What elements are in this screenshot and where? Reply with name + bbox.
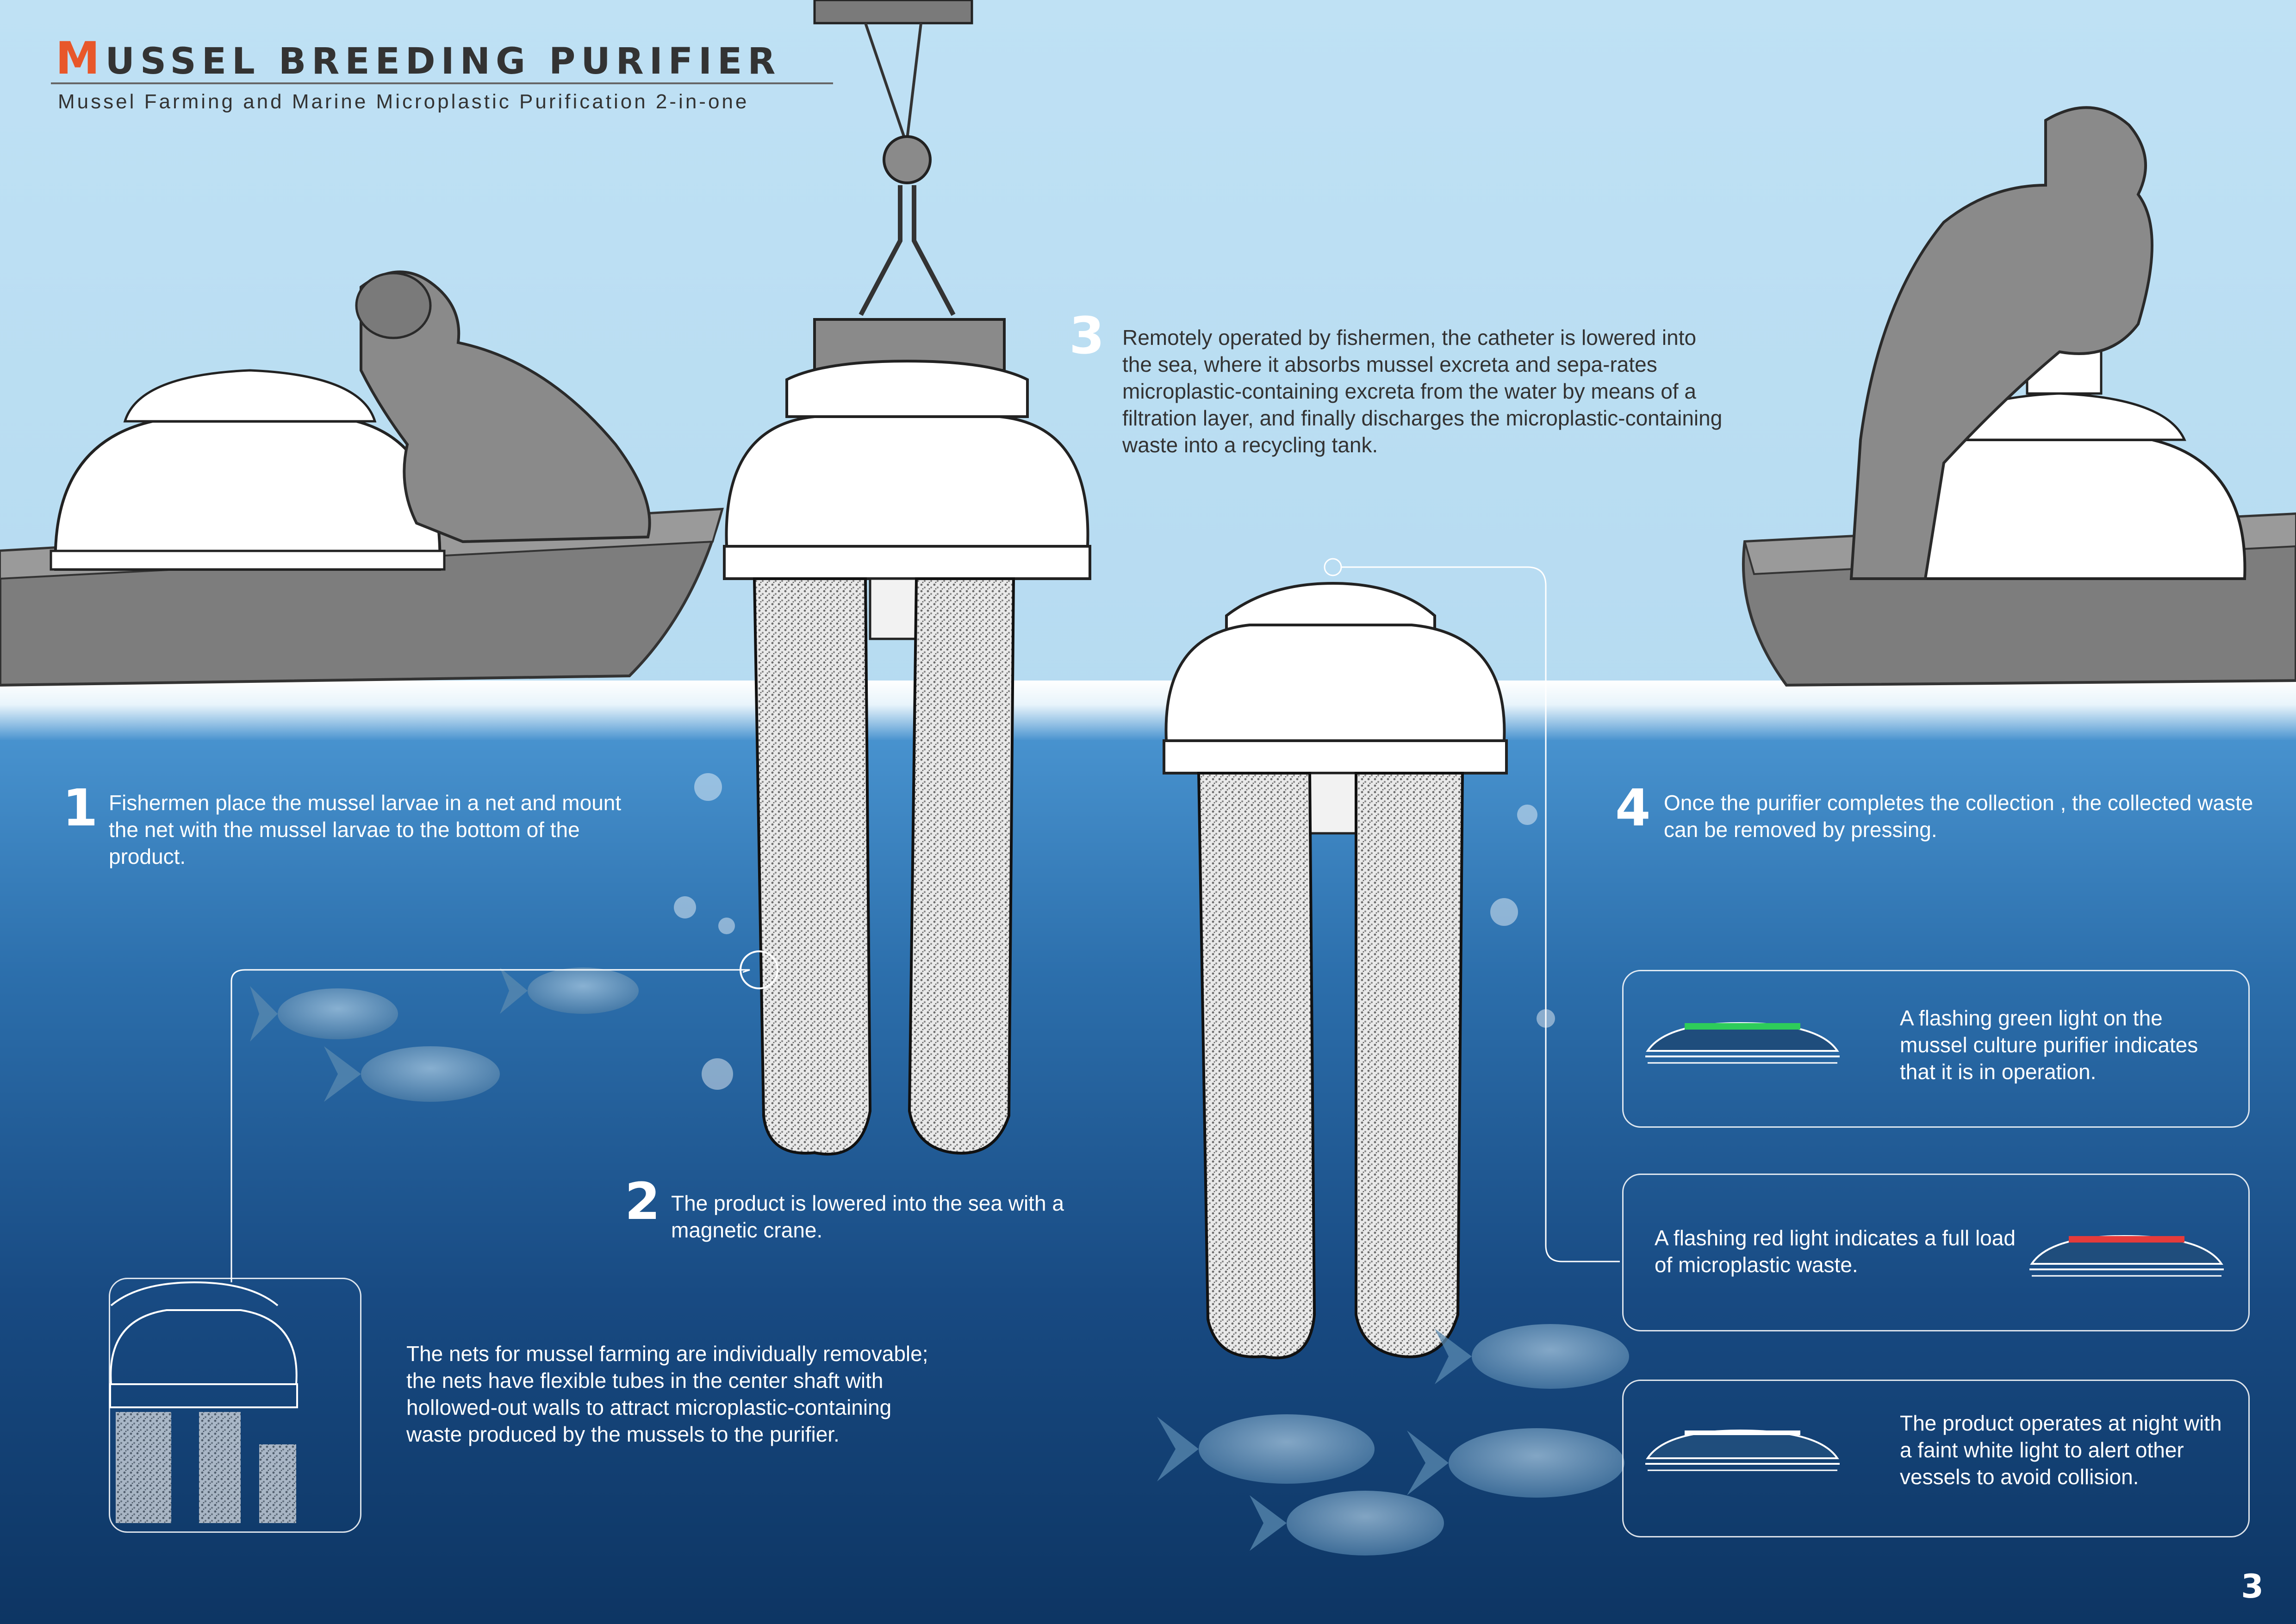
step-1-text: Fishermen place the mussel larvae in a n… [109,791,622,868]
white-light-icon [1645,1429,1840,1471]
red-light-icon [2029,1235,2224,1277]
white-light-text: The product operates at night with a fai… [1900,1411,2222,1489]
red-light-panel [1622,1174,2250,1331]
red-light-text: A flashing red light indicates a full lo… [1655,1226,2016,1277]
sea-background [0,694,2296,1624]
green-light-icon [1645,1022,1840,1064]
left-fisherman [355,270,651,543]
step-4-number: 4 [1615,778,1651,837]
step-3-text: Remotely operated by fishermen, the cath… [1122,325,1723,457]
step-1-number: 1 [62,778,98,837]
detail-note-text: The nets for mussel farming are individu… [406,1342,928,1446]
step-3-number: 3 [1069,306,1105,365]
detail-purifier-inset [109,1281,298,1523]
fish-school [250,968,1629,1555]
white-light-panel [1622,1380,2250,1537]
center-purifier [723,359,1091,1156]
wave-foam [0,681,2296,741]
green-light-panel [1622,970,2250,1128]
right-boat-purifier [1873,337,2246,580]
step-4-text: Once the purifier completes the collecti… [1664,791,2253,842]
right-fisherman [1849,106,2153,580]
green-light-text: A flashing green light on the mussel cul… [1900,1006,2198,1084]
step-2-text: The product is lowered into the sea with… [671,1191,1064,1242]
detail-inset-panel [109,1278,361,1533]
submerged-purifier [1163,581,1508,1360]
left-boat-purifier [50,369,446,571]
bubbles [674,773,1555,1090]
title-underline [51,82,833,84]
magnetic-crane [813,0,1006,372]
step-2-number: 2 [625,1172,660,1231]
page-title: MUSSEL BREEDING PURIFIER [56,32,781,84]
connector-lines [230,558,1620,1282]
page-number: 3 [2241,1568,2264,1605]
page-subtitle: Mussel Farming and Marine Microplastic P… [58,90,749,113]
